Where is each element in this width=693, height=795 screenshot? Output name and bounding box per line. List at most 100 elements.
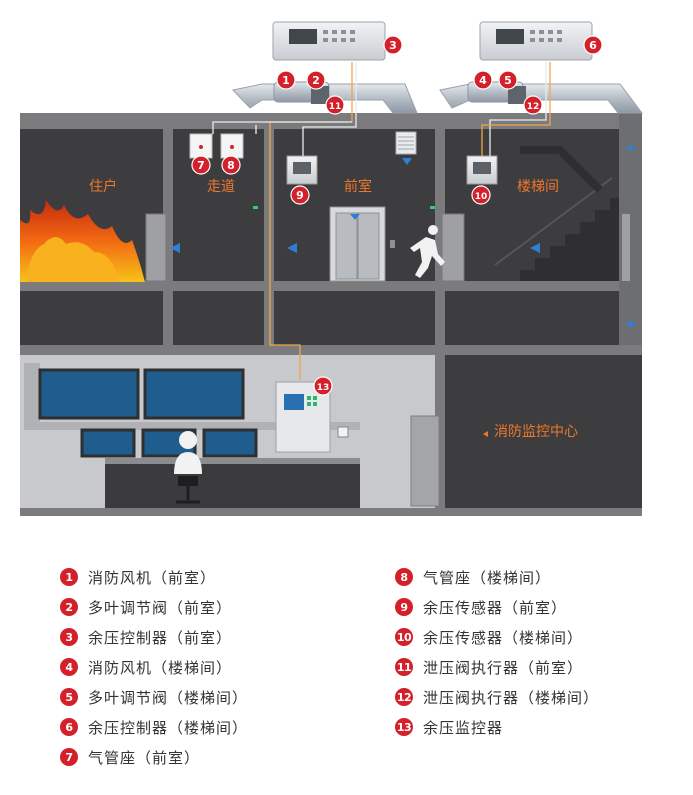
room-label-stairwell: 楼梯间 bbox=[517, 179, 559, 195]
exit-light bbox=[430, 206, 435, 209]
legend-number: 11 bbox=[395, 658, 413, 676]
legend-item: 11 泄压阀执行器（前室） bbox=[395, 652, 599, 682]
badge-number: 7 bbox=[197, 159, 205, 172]
legend-item: 10 余压传感器（楼梯间） bbox=[395, 622, 599, 652]
badge-number: 1 bbox=[282, 74, 290, 87]
ground-slab bbox=[20, 508, 642, 516]
legend-item: 5 多叶调节阀（楼梯间） bbox=[60, 682, 248, 712]
badge-7 bbox=[191, 155, 211, 175]
legend-item: 1 消防风机（前室） bbox=[60, 562, 248, 592]
badge-10 bbox=[471, 185, 491, 205]
legend-item: 13 余压监控器 bbox=[395, 712, 599, 742]
fire bbox=[20, 200, 145, 282]
legend-number: 2 bbox=[60, 598, 78, 616]
exit-light bbox=[253, 206, 258, 209]
legend-label: 气管座（前室） bbox=[88, 748, 201, 767]
wall bbox=[435, 129, 445, 345]
wall bbox=[264, 129, 274, 345]
room-label-control-center: 消防监控中心 bbox=[494, 424, 578, 440]
multi-blade-damper bbox=[311, 86, 329, 104]
legend-number: 6 bbox=[60, 718, 78, 736]
badge-9 bbox=[290, 185, 310, 205]
signal-wires bbox=[212, 62, 551, 380]
legend-label: 泄压阀执行器（楼梯间） bbox=[423, 688, 600, 707]
floor-slab-2 bbox=[20, 345, 642, 355]
monitor-screen bbox=[143, 368, 245, 420]
legend-number: 5 bbox=[60, 688, 78, 706]
legend-number: 7 bbox=[60, 748, 78, 766]
floor-slab-1 bbox=[20, 281, 642, 291]
legend-label: 多叶调节阀（前室） bbox=[88, 598, 233, 617]
pressure-controller-stairwell bbox=[479, 21, 593, 61]
legend-label: 余压控制器（前室） bbox=[88, 628, 233, 647]
wall bbox=[619, 113, 642, 345]
legend-label: 泄压阀执行器（前室） bbox=[423, 658, 584, 677]
legend-label: 余压传感器（前室） bbox=[423, 598, 568, 617]
wall bbox=[435, 355, 445, 510]
stairs bbox=[495, 198, 619, 281]
badge-number: 8 bbox=[227, 159, 235, 172]
badge-1 bbox=[276, 70, 296, 90]
pressure-controller-anteroom bbox=[272, 21, 386, 61]
legend-item: 7 气管座（前室） bbox=[60, 742, 248, 772]
multi-blade-damper bbox=[508, 86, 526, 104]
badge-number: 5 bbox=[504, 74, 512, 87]
legend-item: 8 气管座（楼梯间） bbox=[395, 562, 599, 592]
legend-label: 余压监控器 bbox=[423, 718, 504, 737]
stairs-upper bbox=[520, 146, 603, 193]
relief-valve-louver bbox=[395, 131, 417, 155]
control-center-door bbox=[410, 415, 440, 507]
airflow-arrows bbox=[170, 145, 636, 328]
stairs-railing bbox=[494, 177, 613, 266]
legend-label: 余压控制器（楼梯间） bbox=[88, 718, 249, 737]
badge-3 bbox=[383, 35, 403, 55]
badge-8 bbox=[221, 155, 241, 175]
badge-12 bbox=[523, 95, 543, 115]
badge-number: 12 bbox=[527, 102, 540, 112]
badge-number: 2 bbox=[312, 74, 320, 87]
badge-number: 3 bbox=[389, 39, 397, 52]
legend-number: 13 bbox=[395, 718, 413, 736]
monitor-screen bbox=[80, 428, 136, 458]
legend-item: 2 多叶调节阀（前室） bbox=[60, 592, 248, 622]
residence-door bbox=[145, 213, 167, 282]
legend-item: 12 泄压阀执行器（楼梯间） bbox=[395, 682, 599, 712]
legend-label: 气管座（楼梯间） bbox=[423, 568, 552, 587]
monitor-screen bbox=[38, 368, 140, 420]
legend-number: 8 bbox=[395, 568, 413, 586]
wall-socket bbox=[337, 426, 349, 438]
legend-item: 6 余压控制器（楼梯间） bbox=[60, 712, 248, 742]
stair-door bbox=[441, 213, 465, 282]
badge-number: 9 bbox=[296, 189, 304, 202]
building-middle-floor bbox=[20, 291, 642, 345]
room-label-anteroom: 前室 bbox=[344, 178, 372, 195]
legend-number: 12 bbox=[395, 688, 413, 706]
badge-13 bbox=[313, 376, 333, 396]
wall bbox=[163, 129, 173, 345]
legend-label: 多叶调节阀（楼梯间） bbox=[88, 688, 249, 707]
control-center-room bbox=[440, 355, 642, 510]
legend-number: 3 bbox=[60, 628, 78, 646]
badge-6 bbox=[583, 35, 603, 55]
badge-number: 11 bbox=[329, 102, 342, 112]
legend-label: 余压传感器（楼梯间） bbox=[423, 628, 584, 647]
badge-number: 4 bbox=[479, 74, 487, 87]
operator bbox=[174, 431, 202, 504]
legend-number: 10 bbox=[395, 628, 413, 646]
badge-2 bbox=[306, 70, 326, 90]
pointer-icon bbox=[483, 431, 488, 437]
running-person-icon bbox=[410, 225, 445, 278]
legend-item: 3 余压控制器（前室） bbox=[60, 622, 248, 652]
badge-number: 10 bbox=[475, 192, 488, 202]
legend-number: 1 bbox=[60, 568, 78, 586]
badge-11 bbox=[325, 95, 345, 115]
legend-label: 消防风机（前室） bbox=[88, 568, 217, 587]
stair-door-right bbox=[622, 214, 630, 281]
badge-number: 6 bbox=[589, 39, 597, 52]
